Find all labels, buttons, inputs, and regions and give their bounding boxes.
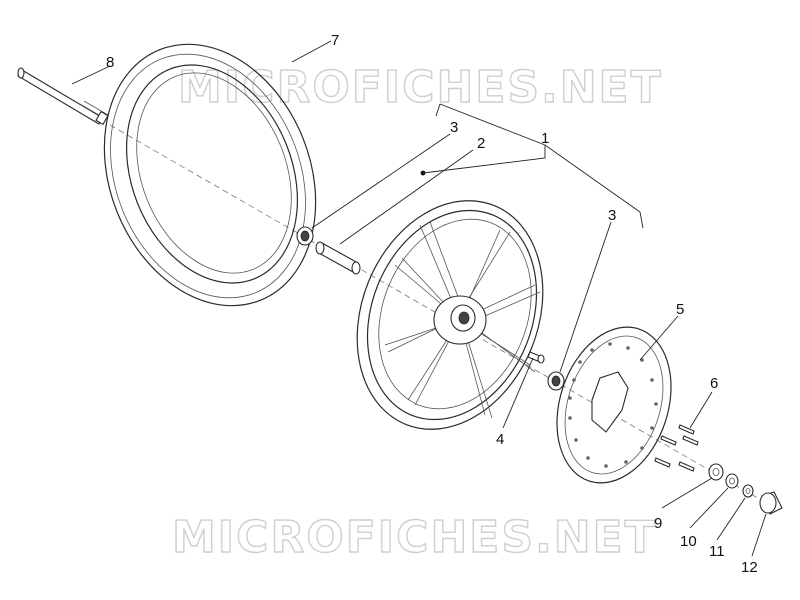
callout-2: 2 — [477, 135, 485, 152]
callout-7: 7 — [331, 32, 339, 49]
leader-2 — [339, 149, 474, 245]
leader-3-right — [559, 221, 612, 373]
callout-4: 4 — [496, 431, 504, 448]
bracket-part-1-left-end — [435, 103, 441, 117]
callout-6: 6 — [710, 375, 718, 392]
part-4-valve — [527, 351, 545, 364]
part-3-bearing-right — [547, 371, 565, 391]
leader-4 — [502, 357, 534, 429]
part-9-spacer — [708, 463, 724, 481]
leader-7 — [291, 40, 332, 63]
leader-12 — [751, 513, 767, 557]
leader-8 — [71, 65, 111, 85]
part-12-nut — [759, 491, 783, 515]
part-2-spacer — [315, 241, 361, 275]
part-5-brake-disc — [556, 326, 672, 484]
callout-12: 12 — [741, 559, 758, 576]
callout-3-right: 3 — [608, 207, 616, 224]
watermark-bottom: MICROFICHES.NET — [172, 512, 657, 563]
part-3-bearing-left — [296, 226, 314, 246]
part-8-axle — [17, 67, 109, 126]
leader-6 — [689, 391, 713, 429]
callout-3-left: 3 — [450, 119, 458, 136]
leader-9 — [661, 477, 713, 509]
callout-11: 11 — [709, 543, 725, 560]
callout-8: 8 — [106, 54, 114, 71]
callout-1: 1 — [541, 130, 549, 147]
leader-10 — [689, 487, 729, 529]
part-1-rim — [356, 170, 544, 430]
callout-10: 10 — [680, 533, 697, 550]
callout-9: 9 — [654, 515, 662, 532]
part-10-washer — [725, 473, 739, 489]
watermark-top: MICROFICHES.NET — [178, 62, 663, 113]
part-7-tyre — [103, 43, 317, 307]
leader-5 — [639, 315, 679, 361]
leader-3-left — [311, 133, 451, 229]
leader-11 — [716, 497, 746, 541]
callout-5: 5 — [676, 301, 684, 318]
bracket-part-1 — [439, 103, 644, 229]
leader-1 — [422, 145, 546, 174]
part-6-bolts — [654, 424, 699, 472]
part-11-washer — [742, 484, 754, 498]
